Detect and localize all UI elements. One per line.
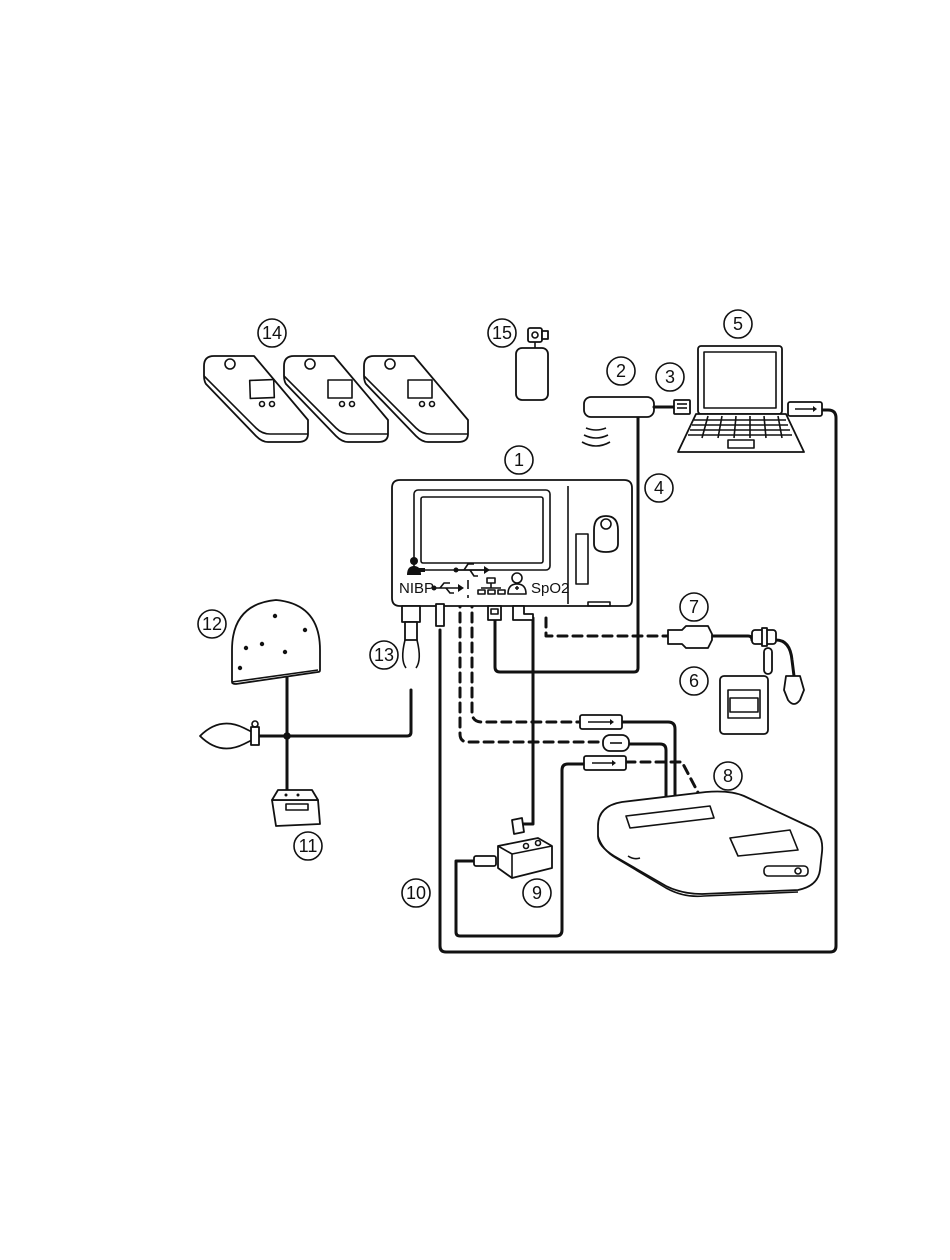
port-label-spo2: SpO2	[531, 580, 569, 597]
wireless-icon	[582, 428, 610, 446]
callout-number: 3	[665, 367, 675, 387]
callout-number: 12	[202, 614, 222, 634]
connector-spo2-monitor	[513, 606, 533, 620]
callout-6: 6	[680, 667, 708, 695]
callout-number: 14	[262, 323, 282, 343]
callout-number: 2	[616, 361, 626, 381]
vital-signs-monitor: NIBP SpO2	[392, 480, 632, 668]
callout-11: 11	[294, 832, 322, 860]
callout-15: 15	[488, 319, 516, 347]
callout-number: 5	[733, 314, 743, 334]
id-tag	[516, 328, 548, 400]
callout-number: 10	[406, 883, 426, 903]
wireless-adapter	[582, 397, 674, 446]
connector-usb-monitor	[436, 604, 444, 626]
callout-4: 4	[645, 474, 673, 502]
power-supply	[474, 818, 552, 878]
callout-12: 12	[198, 610, 226, 638]
callout-7: 7	[680, 593, 708, 621]
callout-number: 7	[689, 597, 699, 617]
callout-9: 9	[523, 879, 551, 907]
callout-14: 14	[258, 319, 286, 347]
callout-number: 11	[299, 836, 318, 856]
monitor-thermometer-well	[594, 516, 618, 552]
callout-number: 9	[532, 883, 542, 903]
laptop	[678, 346, 822, 452]
callout-number: 6	[689, 671, 699, 691]
callout-1: 1	[505, 446, 533, 474]
probe-cover-box	[720, 676, 768, 734]
callout-number: 13	[374, 645, 394, 665]
cable-usb-b	[628, 744, 666, 800]
handheld-devices	[204, 356, 468, 442]
callout-number: 1	[514, 450, 524, 470]
port-label-nibp: NIBP	[399, 580, 434, 597]
hose-nibp	[258, 690, 411, 736]
connector-nibp	[402, 606, 420, 622]
cable-spo2-optional	[546, 618, 672, 636]
callout-5: 5	[724, 310, 752, 338]
callout-number: 8	[723, 766, 733, 786]
callout-13: 13	[370, 641, 398, 669]
callout-number: 4	[654, 478, 664, 498]
callout-8: 8	[714, 762, 742, 790]
callout-3: 3	[656, 363, 684, 391]
pressure-meter	[272, 790, 320, 826]
usb-plugs	[580, 715, 629, 770]
callout-number: 15	[492, 323, 512, 343]
charging-cradle	[598, 792, 822, 897]
calibration-stand	[232, 600, 320, 684]
network-plug	[674, 400, 690, 414]
callout-10: 10	[402, 879, 430, 907]
callout-2: 2	[607, 357, 635, 385]
connector-network-monitor	[488, 606, 501, 620]
